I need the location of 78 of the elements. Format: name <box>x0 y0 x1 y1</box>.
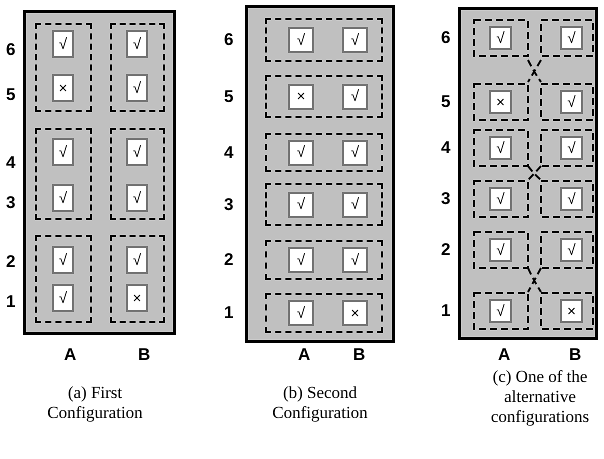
status-cell: √ <box>342 247 368 273</box>
status-cell: √ <box>489 136 512 160</box>
status-cell: × <box>489 90 512 114</box>
status-cell: √ <box>560 187 583 211</box>
grid-panel <box>23 10 176 335</box>
dashed-group <box>265 293 383 333</box>
dashed-group <box>110 23 165 112</box>
status-cell: √ <box>560 26 583 50</box>
status-cell: √ <box>126 246 148 274</box>
row-number: 4 <box>441 139 450 156</box>
status-cell: √ <box>342 192 368 218</box>
grid-panel <box>245 5 395 343</box>
status-cell: × <box>52 74 74 102</box>
grid-panel <box>458 7 598 340</box>
status-cell: √ <box>52 30 74 58</box>
row-number: 3 <box>224 196 234 212</box>
status-cell: √ <box>52 284 74 312</box>
dashed-group <box>265 133 383 172</box>
column-letter: A <box>64 346 76 363</box>
status-cell: √ <box>288 27 314 53</box>
row-number: 1 <box>224 304 234 321</box>
status-cell: √ <box>342 27 368 53</box>
status-cell: √ <box>288 300 314 326</box>
dashed-group <box>35 128 92 220</box>
panel-caption: (c) One of the alternative configurations <box>490 367 590 427</box>
status-cell: × <box>288 84 314 110</box>
column-letter: A <box>498 346 510 363</box>
row-number: 1 <box>6 293 16 310</box>
status-cell: √ <box>489 238 512 262</box>
status-cell: √ <box>288 247 314 273</box>
status-cell: √ <box>126 74 148 102</box>
row-number: 1 <box>441 302 450 319</box>
status-cell: √ <box>560 90 583 114</box>
dashed-group <box>110 235 165 323</box>
row-number: 4 <box>6 154 16 171</box>
column-letter: B <box>138 346 150 363</box>
status-cell: √ <box>489 26 512 50</box>
row-number: 6 <box>441 29 450 46</box>
row-number: 4 <box>224 144 234 160</box>
dashed-group <box>265 183 383 226</box>
column-letter: B <box>569 346 582 363</box>
dashed-group <box>265 240 383 280</box>
row-number: 6 <box>6 41 16 58</box>
status-cell: × <box>342 300 368 326</box>
status-cell: √ <box>126 138 148 166</box>
status-cell: × <box>560 299 583 323</box>
status-cell: √ <box>489 187 512 211</box>
row-number: 6 <box>224 31 234 48</box>
status-cell: √ <box>560 136 583 160</box>
dashed-group <box>265 75 383 118</box>
dashed-group <box>110 128 165 220</box>
status-cell: √ <box>52 246 74 274</box>
dashed-group <box>265 18 383 62</box>
dashed-group <box>35 23 92 112</box>
row-number: 5 <box>441 93 450 110</box>
status-cell: √ <box>342 84 368 110</box>
row-number: 2 <box>6 253 16 270</box>
status-cell: √ <box>52 184 74 212</box>
status-cell: √ <box>126 30 148 58</box>
row-number: 2 <box>224 251 234 268</box>
status-cell: × <box>126 284 148 312</box>
status-cell: √ <box>560 238 583 262</box>
status-cell: √ <box>126 184 148 212</box>
row-number: 3 <box>441 190 450 207</box>
row-number: 3 <box>6 194 16 211</box>
dashed-group <box>35 235 92 323</box>
panel-caption: (b) Second Configuration <box>271 383 369 423</box>
status-cell: √ <box>489 299 512 323</box>
row-number: 2 <box>441 241 450 258</box>
row-number: 5 <box>224 88 234 104</box>
column-letter: B <box>353 346 366 363</box>
row-number: 5 <box>6 86 16 103</box>
status-cell: √ <box>288 192 314 218</box>
status-cell: √ <box>288 140 314 166</box>
column-letter: A <box>298 346 310 363</box>
status-cell: √ <box>52 138 74 166</box>
status-cell: √ <box>342 140 368 166</box>
panel-caption: (a) First Configuration <box>46 383 144 423</box>
